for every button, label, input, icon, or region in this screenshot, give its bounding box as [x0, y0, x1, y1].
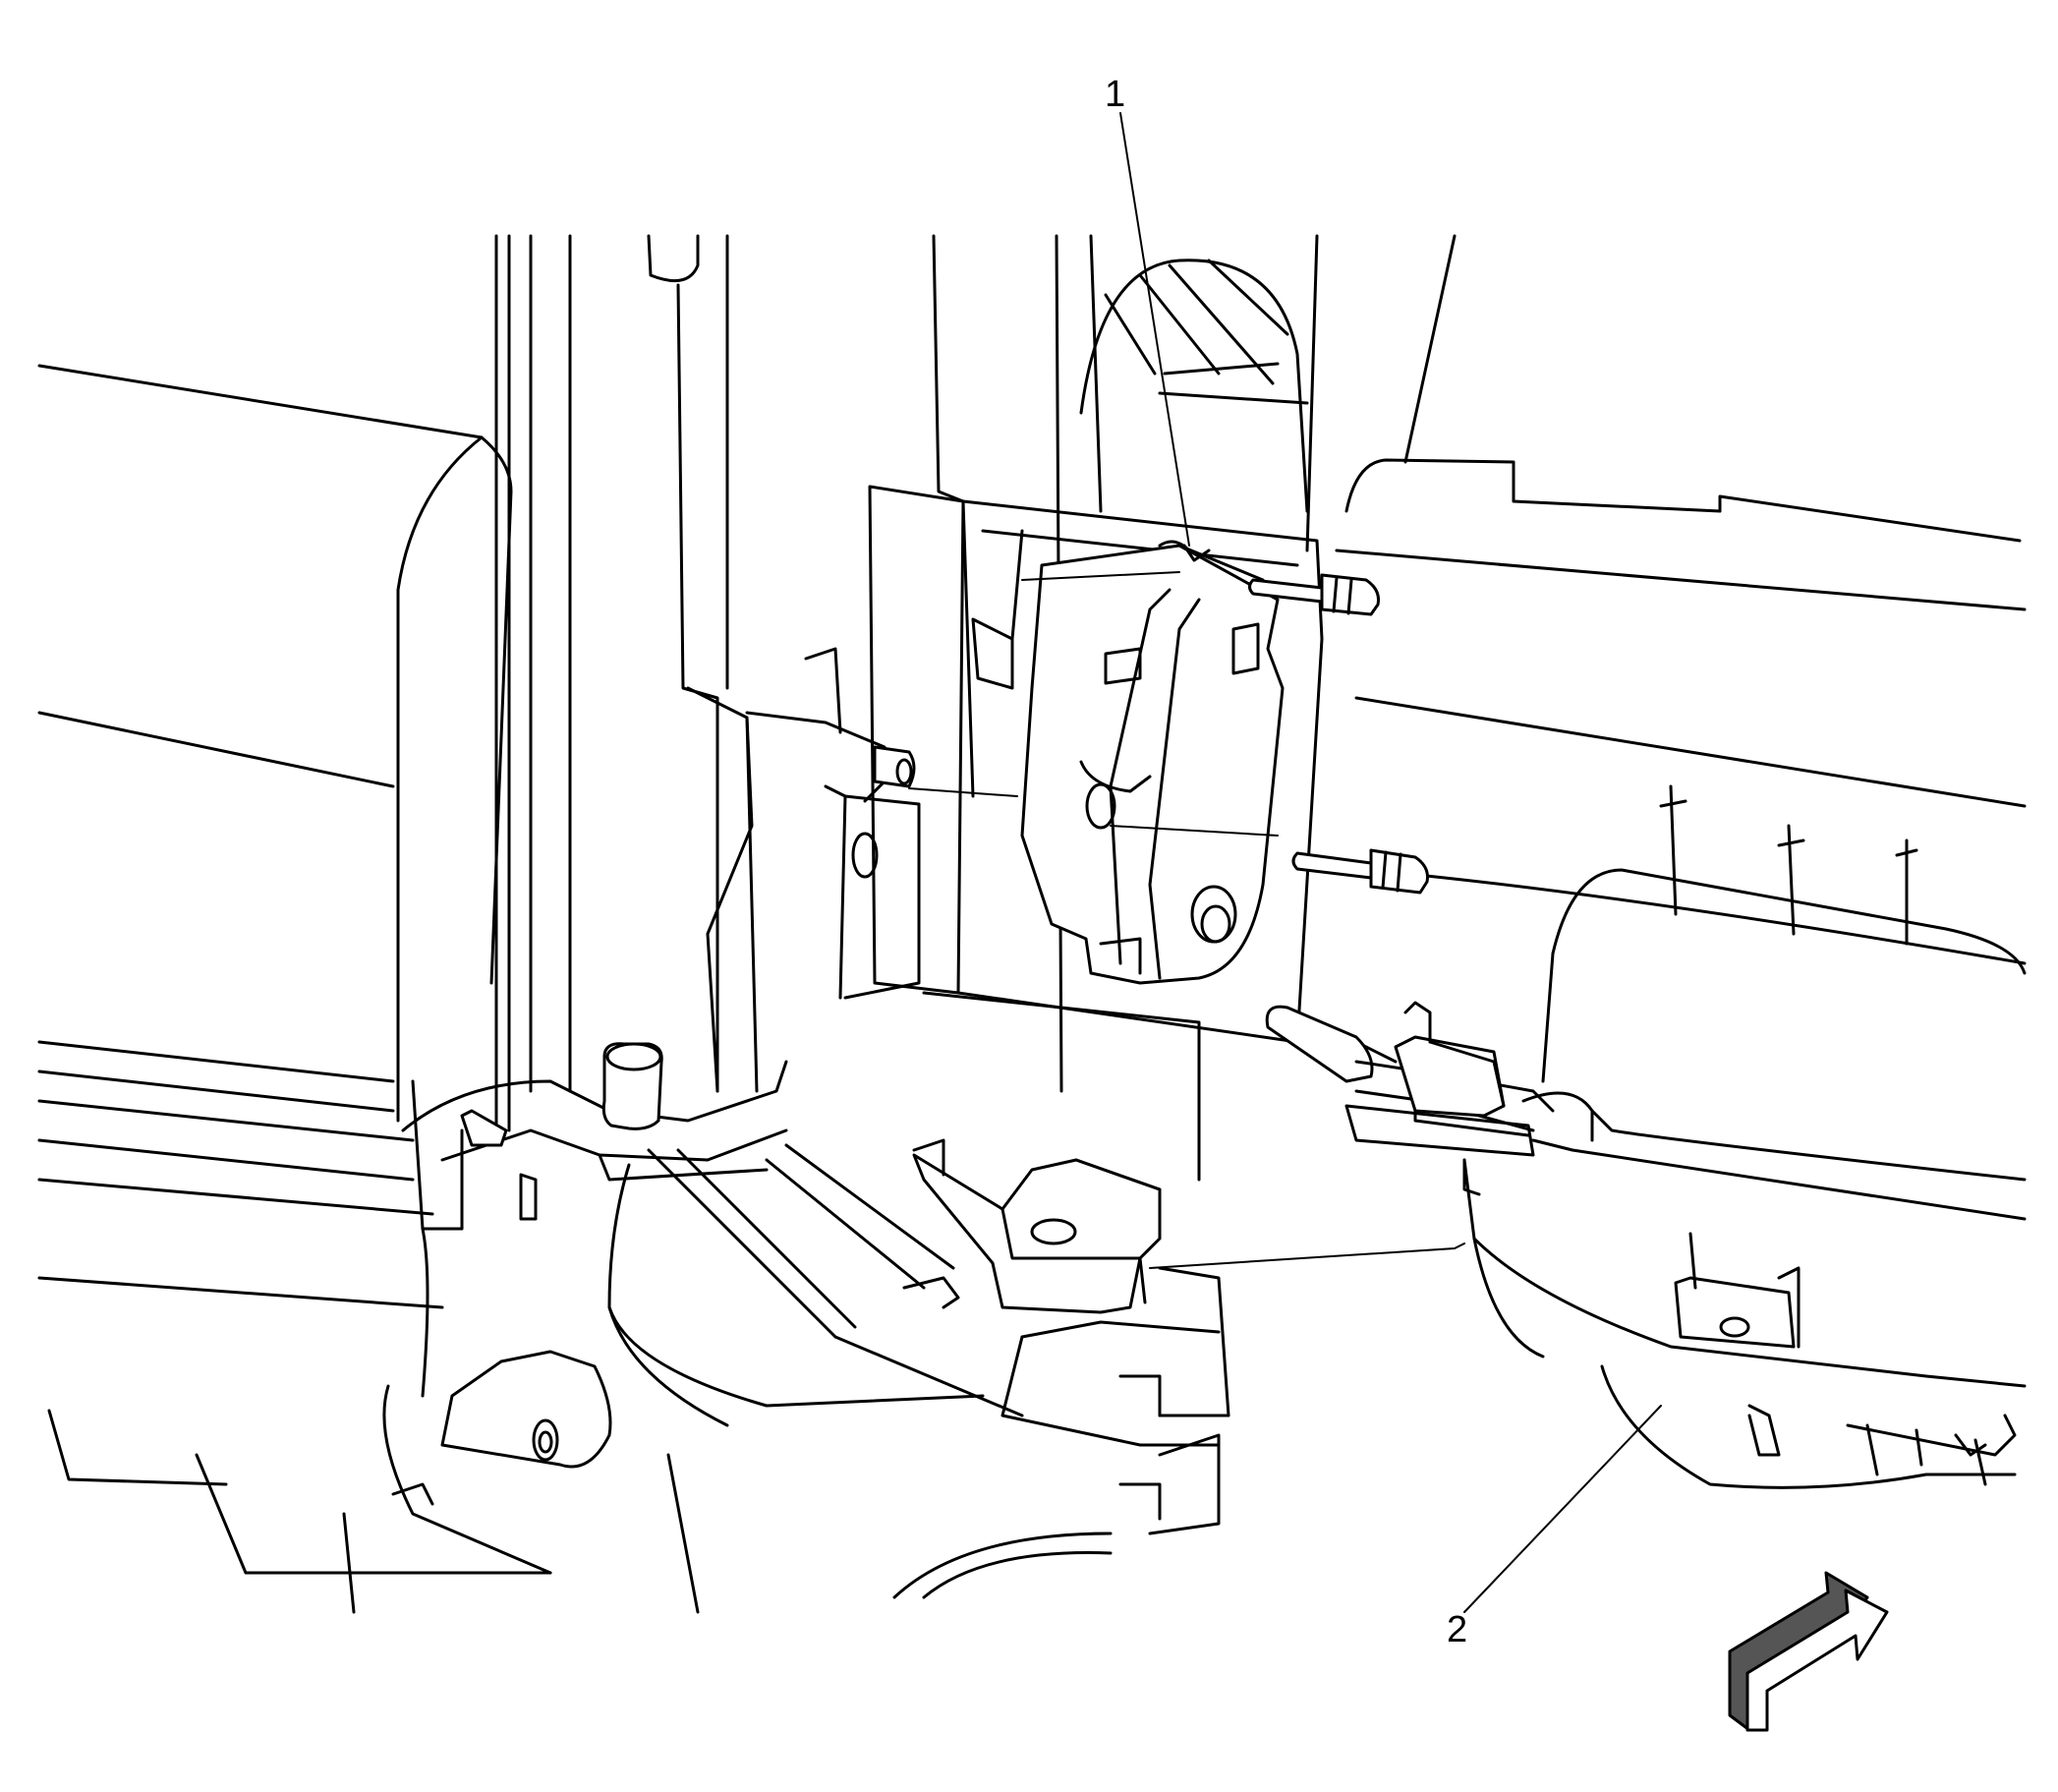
lower-bolt — [1291, 848, 1429, 895]
lower-mount-bracket — [912, 1138, 1230, 1535]
leader-line-2-upper — [1149, 1243, 1465, 1269]
upper-bolt — [1248, 573, 1380, 616]
left-pad — [391, 1350, 612, 1506]
leader-line-1 — [1119, 112, 1190, 547]
alignment-lines — [908, 571, 1279, 837]
center-column — [494, 234, 1103, 1132]
mounting-bracket-frame — [868, 485, 1324, 1044]
lower-center-assembly — [401, 991, 1201, 1427]
leader-lines — [1119, 112, 1662, 1613]
orientation-arrow-icon — [1728, 1571, 1889, 1732]
bottom-curve — [666, 1453, 1113, 1614]
callout-label-1: 1 — [1105, 74, 1125, 115]
leader-line-2 — [1463, 1405, 1662, 1613]
bracket-post — [745, 647, 921, 1000]
blower-housing — [1265, 784, 2027, 1489]
left-clip — [460, 1109, 538, 1221]
module-component — [1020, 540, 1285, 985]
upper-duct — [1079, 234, 1457, 552]
left-housing — [37, 364, 552, 1614]
callout-label-2: 2 — [1447, 1609, 1467, 1650]
